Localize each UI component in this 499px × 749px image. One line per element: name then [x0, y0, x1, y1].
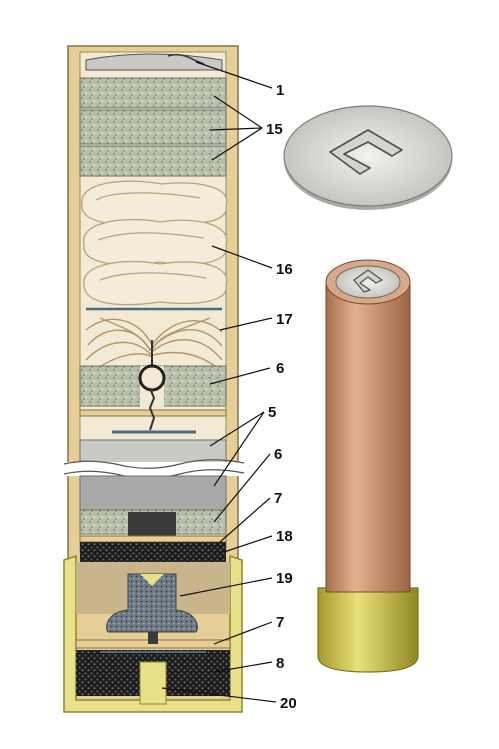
closure-disc [85, 53, 223, 71]
callout-5: 5 [268, 404, 276, 421]
primer [139, 661, 167, 705]
callout-6-upper: 6 [276, 360, 284, 377]
callouts: 1 15 16 17 6 5 6 7 18 19 7 8 20 [266, 82, 297, 712]
star-pellet [106, 573, 198, 633]
callout-7-upper: 7 [274, 490, 282, 507]
callout-7-lower: 7 [276, 614, 284, 631]
callout-1: 1 [276, 82, 284, 99]
callout-15: 15 [266, 121, 283, 138]
closure-disc-detail [283, 105, 453, 210]
leader-lines [161, 61, 277, 703]
callout-18: 18 [276, 528, 293, 545]
callout-17: 17 [276, 311, 293, 328]
complete-cartridge [317, 259, 419, 673]
cutaway-cartridge [63, 45, 245, 713]
felt-wads [79, 77, 227, 177]
callout-19: 19 [276, 570, 293, 587]
callout-8: 8 [276, 655, 284, 672]
parachute [81, 180, 228, 306]
callout-16: 16 [276, 261, 293, 278]
callout-20: 20 [280, 695, 297, 712]
callout-6-lower: 6 [274, 446, 282, 463]
